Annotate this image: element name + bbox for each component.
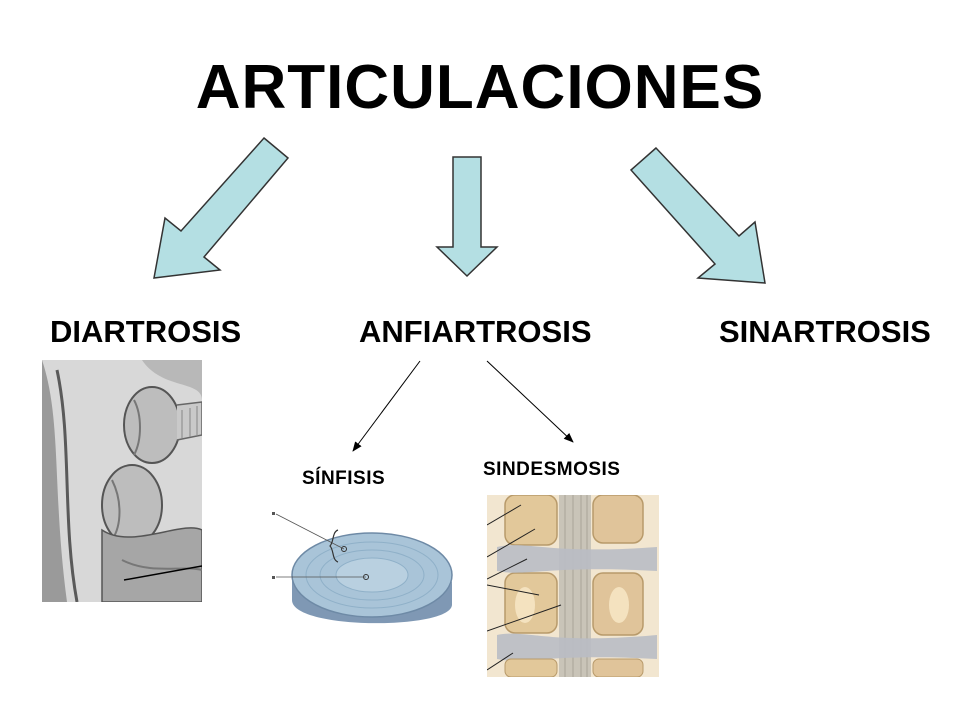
sinfisis-image xyxy=(270,500,470,630)
sindesmosis-image xyxy=(487,495,659,677)
arrow-right xyxy=(629,146,766,284)
label-sinartrosis: SINARTROSIS xyxy=(719,314,931,349)
label-sinfisis: SÍNFISIS xyxy=(302,468,386,489)
label-anfiartrosis: ANFIARTROSIS xyxy=(359,314,592,349)
diartrosis-image xyxy=(42,360,202,602)
thin-arrow-sindesmosis xyxy=(486,360,574,443)
page-title: ARTICULACIONES xyxy=(195,53,765,122)
arrow-center xyxy=(435,156,499,278)
arrow-left xyxy=(153,136,290,279)
label-sindesmosis: SINDESMOSIS xyxy=(483,459,621,480)
thin-arrow-sinfisis xyxy=(352,360,421,452)
label-diartrosis: DIARTROSIS xyxy=(50,314,242,349)
